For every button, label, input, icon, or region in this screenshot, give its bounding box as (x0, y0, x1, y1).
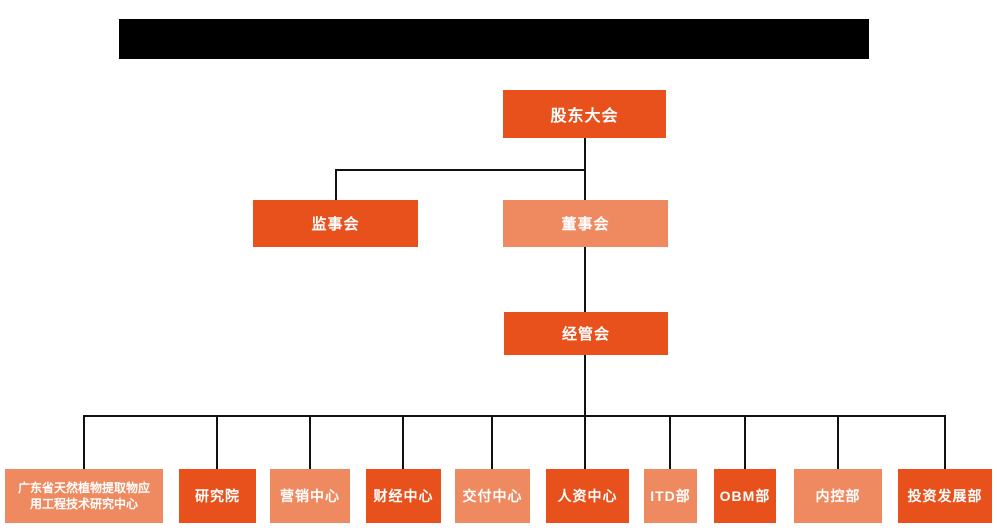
connector-branch-horizontal (335, 169, 586, 171)
org-node-research-center: 广东省天然植物提取物应用工程技术研究中心 (5, 469, 163, 523)
org-node-research-institute: 研究院 (179, 469, 256, 523)
connector-drop-delivery-center (491, 415, 493, 469)
org-node-finance-center: 财经中心 (366, 469, 441, 523)
org-node-label: OBM部 (719, 488, 771, 504)
org-node-internal-control-department: 内控部 (794, 469, 882, 523)
org-node-label: 投资发展部 (907, 488, 983, 504)
org-node-label: ITD部 (650, 488, 691, 504)
org-node-label: 监事会 (311, 216, 360, 233)
org-node-label: 研究院 (195, 488, 240, 504)
org-node-label: 经管会 (561, 326, 610, 343)
connector-drop-research-institute (216, 415, 218, 469)
org-node-obm-department: OBM部 (714, 469, 776, 523)
org-node-label: 内控部 (815, 488, 861, 504)
connector-management-to-bus (584, 355, 586, 469)
org-node-label: 营销中心 (280, 488, 340, 504)
connector-bus-horizontal (84, 415, 946, 417)
connector-drop-marketing-center (309, 415, 311, 469)
org-node-delivery-center: 交付中心 (455, 469, 530, 523)
org-node-board-of-directors: 董事会 (503, 200, 668, 247)
connector-drop-obm-department (744, 415, 746, 469)
org-node-shareholders-meeting: 股东大会 (503, 90, 666, 138)
connector-board-to-management (584, 247, 586, 312)
connector-drop-internal-control (837, 415, 839, 469)
org-node-management-committee: 经管会 (504, 312, 668, 355)
org-node-label: 人资中心 (557, 488, 618, 504)
org-node-itd-department: ITD部 (644, 469, 697, 523)
org-node-supervisory-board: 监事会 (253, 200, 418, 247)
org-node-marketing-center: 营销中心 (270, 469, 350, 523)
redacted-title-bar (119, 19, 869, 59)
org-node-label: 董事会 (561, 216, 610, 233)
org-node-label: 广东省天然植物提取物应用工程技术研究中心 (17, 480, 150, 511)
connector-drop-investment-development (944, 415, 946, 469)
connector-drop-itd-department (669, 415, 671, 469)
connector-drop-research-center (83, 415, 85, 469)
connector-drop-finance-center (402, 415, 404, 469)
org-node-label: 股东大会 (550, 108, 619, 125)
org-node-label: 财经中心 (373, 488, 434, 504)
org-node-investment-development-department: 投资发展部 (898, 469, 992, 523)
org-node-label: 交付中心 (462, 488, 523, 504)
connector-supervisory-drop (335, 169, 337, 200)
org-node-hr-center: 人资中心 (546, 469, 629, 523)
